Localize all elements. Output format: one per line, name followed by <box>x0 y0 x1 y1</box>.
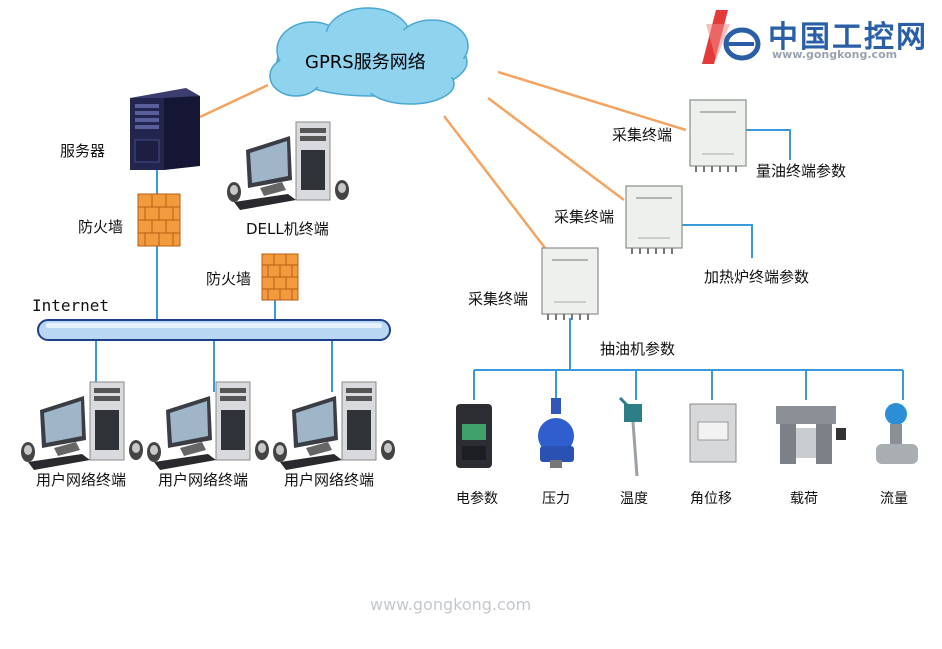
gprs-cloud <box>269 7 469 105</box>
sensor-label: 流量 <box>880 491 908 507</box>
brand-logo-text: 中国工控网 <box>768 20 928 55</box>
link-collector1-param <box>746 129 791 160</box>
param-label: 抽油机参数 <box>600 340 676 358</box>
power-meter-icon <box>456 404 492 468</box>
param-label: 量油终端参数 <box>756 162 847 180</box>
param-label: 加热炉终端参数 <box>704 268 810 286</box>
link-collector2-param <box>680 224 753 258</box>
link-cloud-collector1 <box>497 70 687 132</box>
server-label: 服务器 <box>60 142 106 160</box>
collector-box-icon <box>541 247 599 320</box>
sensor-label: 压力 <box>542 491 570 507</box>
firewall-label: 防火墙 <box>206 270 252 288</box>
brand-url: www.gongkong.com <box>772 48 898 61</box>
collector-label: 采集终端 <box>554 208 615 226</box>
collector-label: 采集终端 <box>468 290 529 308</box>
angle-sensor-icon <box>689 403 737 463</box>
cloud-label: GPRS服务网络 <box>305 52 426 73</box>
sensor-label: 载荷 <box>790 491 818 507</box>
internet-bus <box>37 319 391 341</box>
watermark: www.gongkong.com <box>370 595 532 614</box>
user-terminal-label: 用户网络终端 <box>158 471 249 489</box>
server-icon <box>130 88 200 170</box>
user-computer-icon <box>146 381 270 471</box>
link-cloud-collector3 <box>443 115 546 249</box>
sensor-label: 温度 <box>620 491 648 507</box>
firewall-icon <box>137 193 181 247</box>
firewall-icon <box>261 253 299 301</box>
temperature-sensor-icon <box>618 396 642 477</box>
user-terminal-label: 用户网络终端 <box>36 471 127 489</box>
user-terminal-label: 用户网络终端 <box>284 471 375 489</box>
collector-label: 采集终端 <box>612 126 673 144</box>
dell-terminal-label: DELL机终端 <box>246 220 329 238</box>
firewall-label: 防火墙 <box>78 218 124 236</box>
gongkong-logo-icon <box>702 10 761 64</box>
collector-box-icon <box>689 99 747 172</box>
sensor-label: 电参数 <box>456 491 498 507</box>
user-computer-icon <box>20 381 144 471</box>
dell-computer-icon <box>226 121 350 211</box>
load-sensor-icon <box>776 406 846 464</box>
collector-box-icon <box>625 185 683 254</box>
pressure-sensor-icon <box>538 398 574 468</box>
internet-label: Internet <box>32 296 110 315</box>
user-computer-icon <box>272 381 396 471</box>
link-cloud-collector2 <box>487 97 625 201</box>
link-cloud-server <box>199 83 269 119</box>
flow-meter-icon <box>876 403 918 464</box>
sensor-label: 角位移 <box>690 491 732 507</box>
